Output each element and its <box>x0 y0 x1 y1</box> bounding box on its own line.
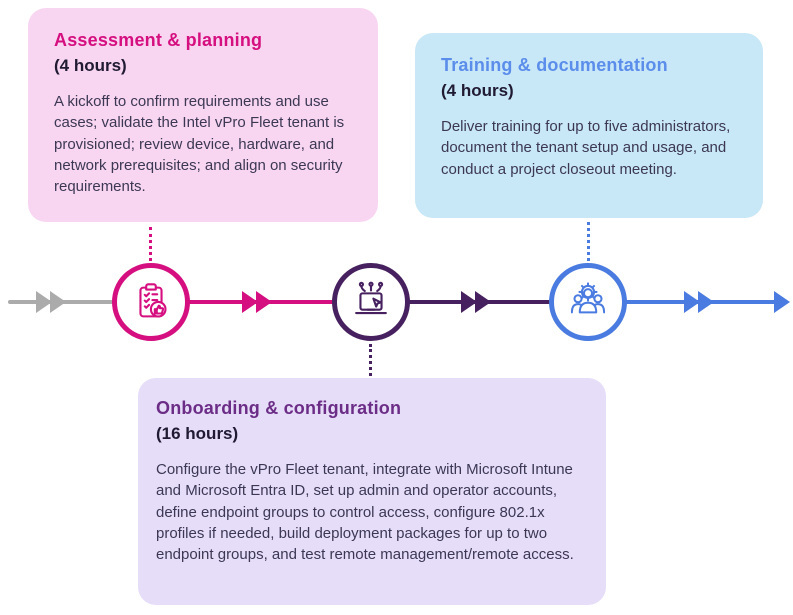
training-card: Training & documentation (4 hours) Deliv… <box>415 33 763 218</box>
magenta-arrowhead-icon <box>242 291 258 313</box>
team-gear-icon <box>570 282 606 314</box>
clipboard-checklist-icon <box>139 283 167 318</box>
gray-arrowhead-icon <box>36 291 52 313</box>
blue-arrowhead-icon <box>698 291 714 313</box>
assessment-dotted-connector <box>149 227 152 261</box>
assessment-stage-node <box>112 263 190 341</box>
assessment-card-description: A kickoff to confirm requirements and us… <box>54 93 345 196</box>
training-stage-node <box>549 263 627 341</box>
assessment-card: Assessment & planning (4 hours) A kickof… <box>28 8 378 222</box>
onboarding-card-title: Onboarding & configuration <box>156 398 402 418</box>
onboarding-card: Onboarding & configuration (16 hours) Co… <box>138 378 606 605</box>
onboarding-card-description: Configure the vPro Fleet tenant, integra… <box>156 461 574 564</box>
onboarding-dotted-connector <box>369 344 372 376</box>
laptop-cursor-icon <box>355 281 387 315</box>
blue-end-arrowhead-icon <box>774 291 790 313</box>
training-dotted-connector <box>587 222 590 261</box>
purple-arrowhead-icon <box>461 291 477 313</box>
training-card-title: Training & documentation <box>441 55 668 75</box>
blue-arrowhead-icon <box>684 291 700 313</box>
assessment-card-title: Assessment & planning <box>54 30 263 50</box>
magenta-arrowhead-icon <box>256 291 272 313</box>
onboarding-card-duration: (16 hours) <box>156 424 239 443</box>
assessment-card-duration: (4 hours) <box>54 56 127 75</box>
training-card-description: Deliver training for up to five administ… <box>441 118 731 178</box>
training-card-duration: (4 hours) <box>441 81 514 100</box>
onboarding-stage-node <box>332 263 410 341</box>
gray-arrowhead-icon <box>50 291 66 313</box>
purple-arrowhead-icon <box>475 291 491 313</box>
